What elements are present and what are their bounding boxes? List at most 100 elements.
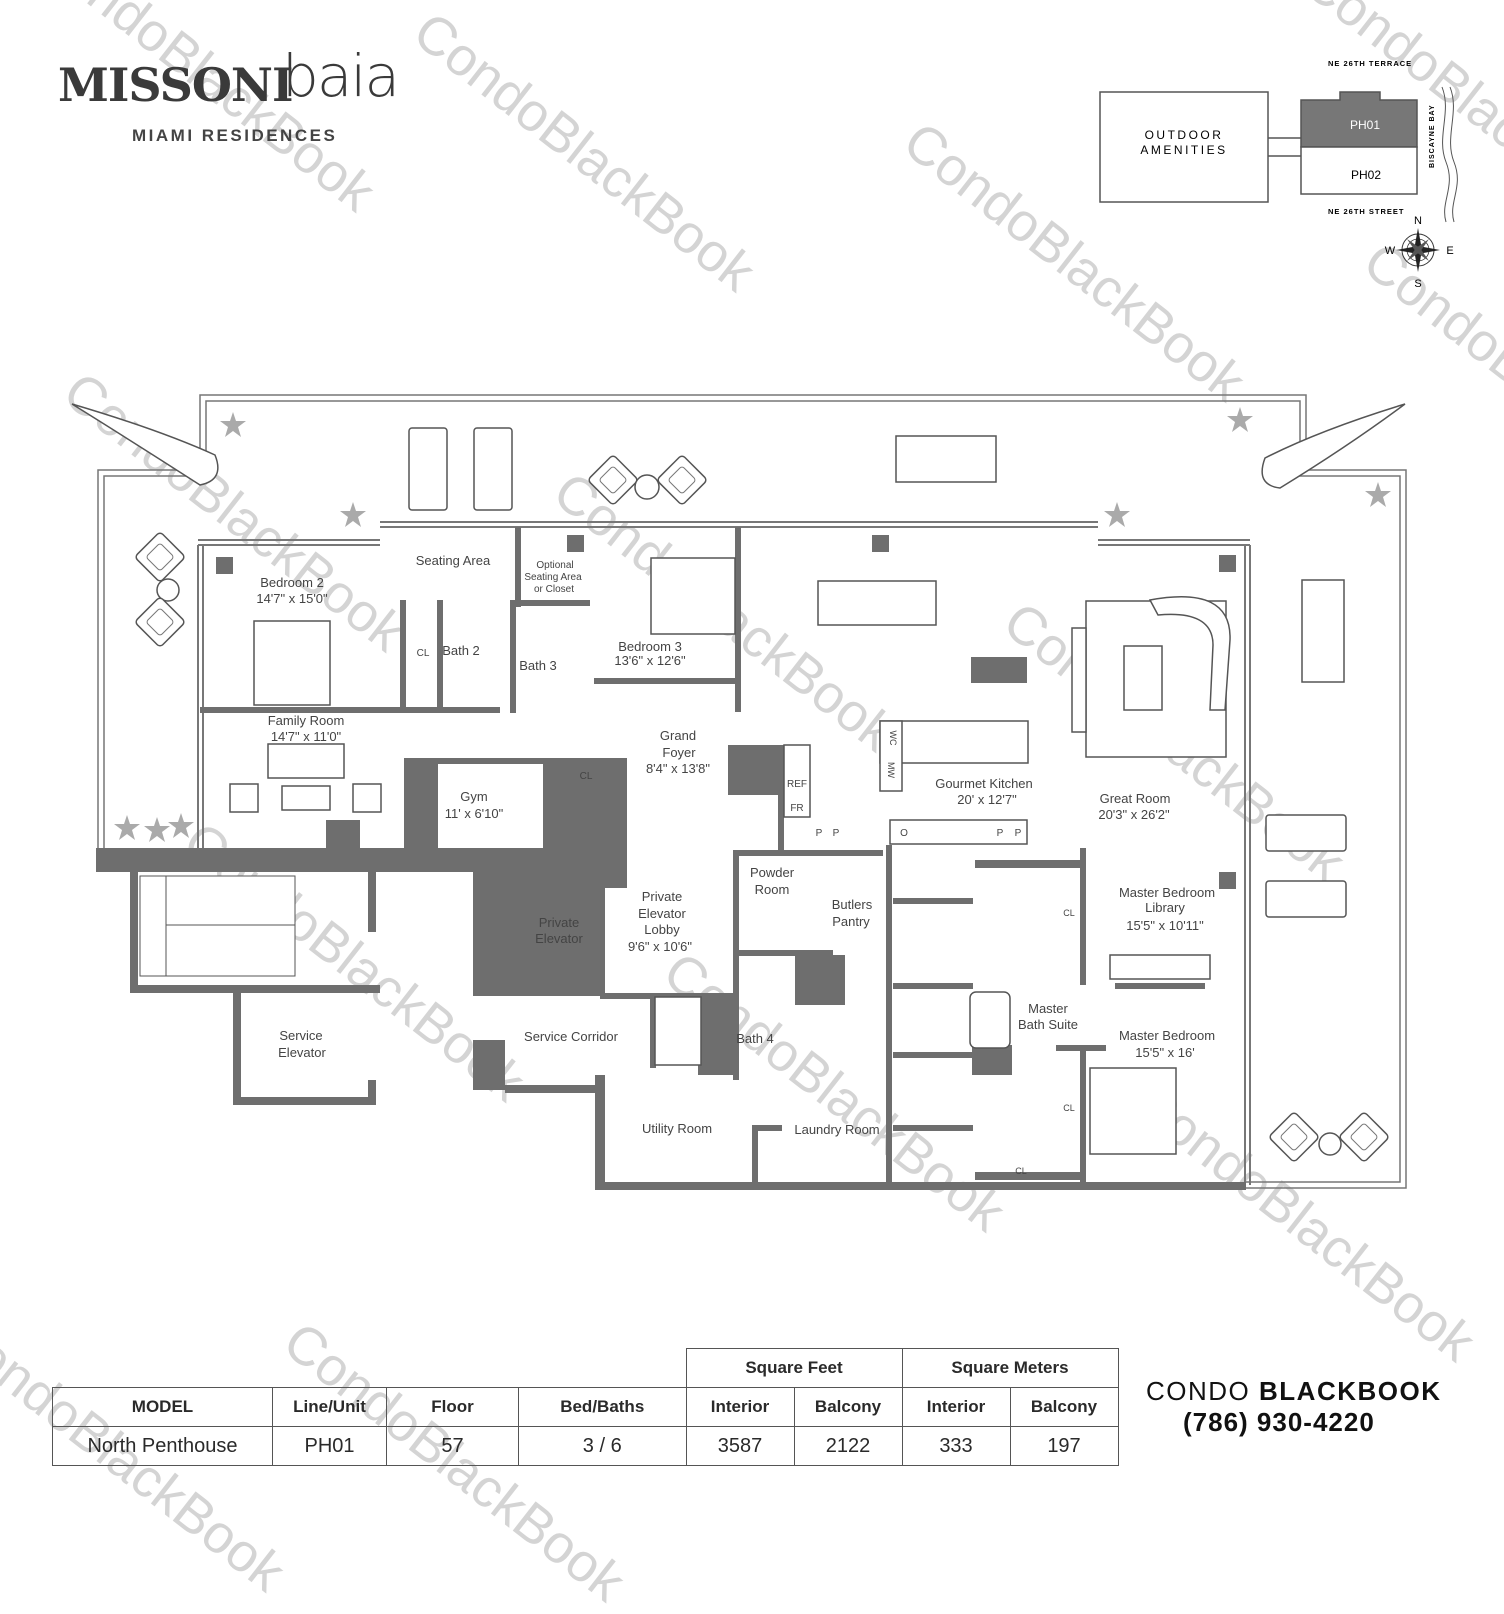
dining-table-icon xyxy=(817,580,937,626)
room-powder: Powder xyxy=(750,865,795,880)
walls xyxy=(96,527,1246,1190)
room-family-dim: 14'7" x 11'0" xyxy=(271,729,342,744)
plant-icon xyxy=(114,815,140,840)
room-service-corridor: Service Corridor xyxy=(524,1029,619,1044)
key-plan-ph01-label: PH01 xyxy=(1350,118,1380,132)
room-optional-label: or Closet xyxy=(534,584,574,595)
room-library-dim: 15'5" x 10'11" xyxy=(1126,918,1204,933)
room-bath2: Bath 2 xyxy=(442,643,480,658)
lounge-chair-icon xyxy=(1265,880,1347,918)
room-bedroom3: Bedroom 3 xyxy=(618,639,682,654)
room-closet: CL xyxy=(1015,1166,1027,1176)
plant-icon xyxy=(1365,482,1391,507)
col-header-model: MODEL xyxy=(52,1387,273,1427)
room-optional-label: Seating Area xyxy=(524,572,582,583)
key-plan-amenities-block xyxy=(1099,91,1269,203)
specs-table: Square Feet Square Meters MODEL Line/Uni… xyxy=(52,1348,1119,1466)
cell-bed-baths: 3 / 6 xyxy=(518,1426,687,1466)
floor-plan: Bedroom 2 14'7" x 15'0" Seating Area Opt… xyxy=(71,394,1407,1190)
wine-cooler-label: WC xyxy=(888,731,898,746)
plant-icon xyxy=(220,412,246,437)
group-header-sqft: Square Feet xyxy=(685,1348,903,1388)
room-lobby: Elevator xyxy=(638,906,686,921)
coffee-table-icon xyxy=(1123,645,1163,711)
oven-label: O xyxy=(900,828,908,839)
pantry-label: P xyxy=(1015,828,1022,839)
plant-icon xyxy=(144,817,170,842)
terrace-outline xyxy=(97,394,1407,1189)
room-master-bath: Bath Suite xyxy=(1018,1017,1078,1032)
bathtub-icon xyxy=(969,991,1011,1049)
contact-phone[interactable]: (786) 930-4220 xyxy=(1183,1407,1375,1437)
room-service-elevator: Service xyxy=(279,1028,322,1043)
compass-w: W xyxy=(1385,245,1396,257)
plant-icon xyxy=(340,502,366,527)
cell-line-unit: PH01 xyxy=(272,1426,387,1466)
contact-brand-light: CONDO xyxy=(1146,1376,1251,1406)
room-foyer: Grand xyxy=(660,728,696,743)
col-header-sqft-balcony: Balcony xyxy=(793,1387,903,1427)
room-utility: Utility Room xyxy=(642,1121,712,1136)
plant-icon xyxy=(1227,407,1253,432)
room-private-elevator: Elevator xyxy=(535,931,583,946)
room-kitchen-dim: 20' x 12'7" xyxy=(957,792,1017,807)
armchair-icon xyxy=(133,595,187,649)
lounge-chair-icon xyxy=(473,427,513,511)
logo-script: baia xyxy=(282,42,400,110)
logo-brand: MISSONI xyxy=(58,58,293,112)
console-icon xyxy=(1071,627,1087,733)
room-closet: CL xyxy=(1063,1103,1075,1113)
room-butlers: Pantry xyxy=(832,914,870,929)
room-bedroom2: Bedroom 2 xyxy=(260,575,324,590)
room-closet: CL xyxy=(1063,908,1075,918)
room-library: Master Bedroom xyxy=(1119,885,1215,900)
key-plan: NE 26TH TERRACE OUTDOOR AMENITIES PH01 P… xyxy=(1099,59,1458,290)
bed-icon xyxy=(650,557,736,635)
room-butlers: Butlers xyxy=(832,897,873,912)
col-header-sqm-interior: Interior xyxy=(901,1387,1011,1427)
outdoor-dining-table-icon xyxy=(1301,579,1345,683)
room-lobby: Lobby xyxy=(644,922,680,937)
fridge-label: REF xyxy=(787,779,807,790)
key-plan-unit-ph02 xyxy=(1300,146,1418,195)
col-header-floor: Floor xyxy=(386,1387,519,1427)
lounge-chair-icon xyxy=(408,427,448,511)
room-bedroom2-dim: 14'7" x 15'0" xyxy=(256,591,328,606)
room-powder: Room xyxy=(755,882,790,897)
room-optional-label: Optional xyxy=(536,560,573,571)
key-plan-side-label: BISCAYNE BAY xyxy=(1429,104,1436,168)
key-plan-amenities-label: AMENITIES xyxy=(1140,143,1227,157)
room-foyer: Foyer xyxy=(662,745,696,760)
logo-subtitle: MIAMI RESIDENCES xyxy=(132,126,338,145)
compass-e: E xyxy=(1446,245,1453,257)
cell-model: North Penthouse xyxy=(52,1426,273,1466)
sofa-icon xyxy=(267,743,345,779)
microwave-label: MW xyxy=(886,762,896,778)
group-header-sqm: Square Meters xyxy=(901,1348,1119,1388)
room-gym: Gym xyxy=(460,789,487,804)
key-plan-bottom-street: NE 26TH STREET xyxy=(1328,207,1405,216)
room-bath4: Bath 4 xyxy=(736,1031,774,1046)
pantry-label: P xyxy=(816,828,823,839)
room-lobby: Private xyxy=(642,889,682,904)
room-lobby-dim: 9'6" x 10'6" xyxy=(628,939,692,954)
outdoor-dining-table-icon xyxy=(895,435,997,483)
contact-brand-bold: BLACKBOOK xyxy=(1259,1376,1442,1406)
room-great: Great Room xyxy=(1100,791,1171,806)
armchair-icon xyxy=(133,530,187,584)
pantry-label: P xyxy=(997,828,1004,839)
bed-icon xyxy=(253,620,331,706)
room-gym-dim: 11' x 6'10" xyxy=(445,806,504,821)
room-great-dim: 20'3" x 26'2" xyxy=(1098,807,1170,822)
architectural-fin xyxy=(71,403,219,486)
architectural-fin xyxy=(1261,403,1406,489)
room-closet: CL xyxy=(580,771,593,782)
room-bath3: Bath 3 xyxy=(519,658,557,673)
armchair-icon xyxy=(1267,1110,1321,1164)
room-service-elevator: Elevator xyxy=(278,1045,326,1060)
room-master-bedroom: Master Bedroom xyxy=(1119,1028,1215,1043)
col-header-sqm-balcony: Balcony xyxy=(1009,1387,1119,1427)
armchair-icon xyxy=(655,453,709,507)
col-header-sqft-interior: Interior xyxy=(685,1387,795,1427)
freezer-label: FR xyxy=(790,803,803,814)
